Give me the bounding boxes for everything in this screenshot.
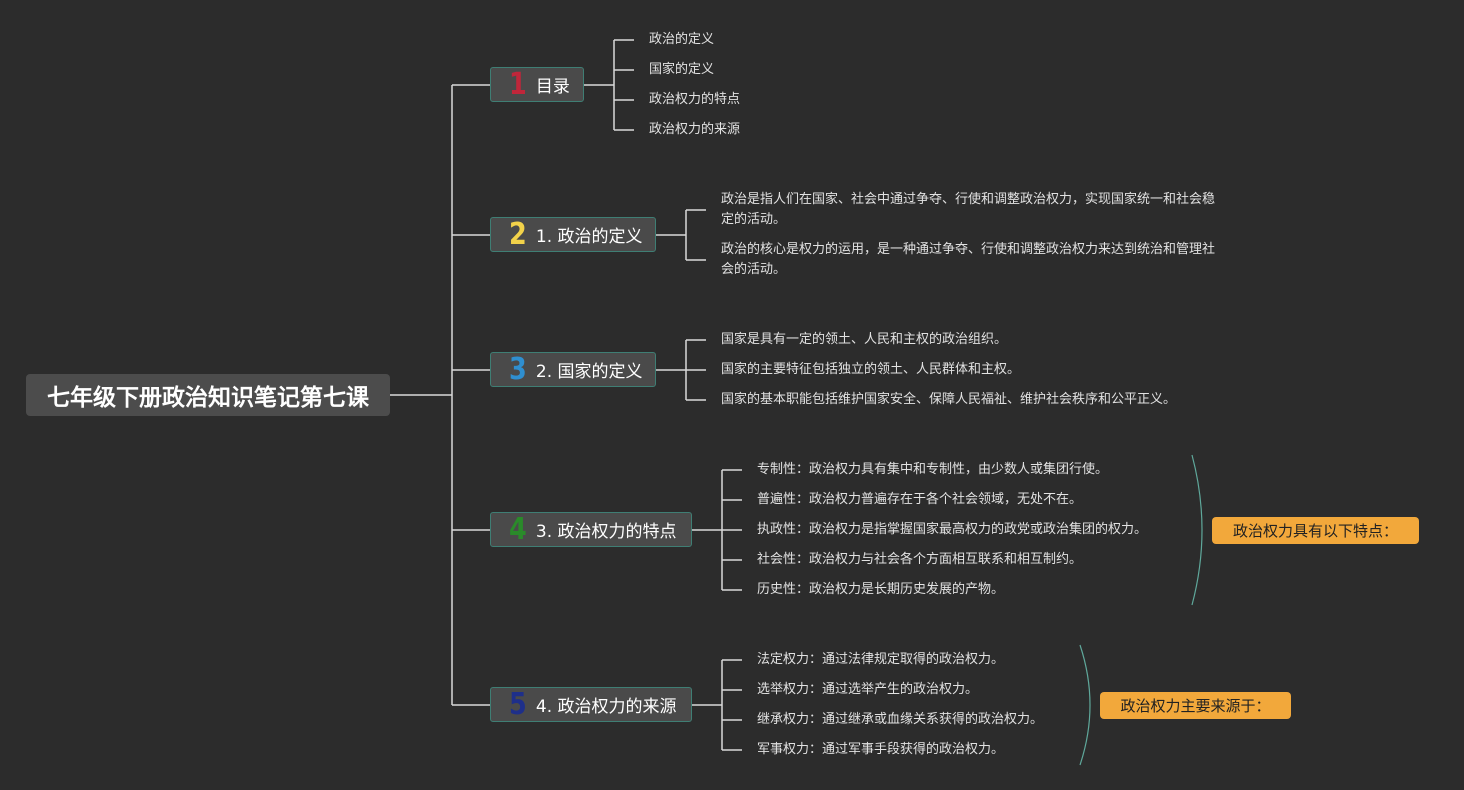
state-definition-leaf[interactable]: 国家是具有一定的领土、人民和主权的政治组织。	[721, 332, 1008, 347]
state-definition-leaf[interactable]: 国家的基本职能包括维护国家安全、保障人民福祉、维护社会秩序和公平正义。	[721, 392, 1177, 407]
power-source-leaf[interactable]: 军事权力：通过军事手段获得的政治权力。	[757, 742, 1005, 757]
number-badge-1: 1	[509, 66, 527, 102]
branch-toc[interactable]: 1 目录	[490, 67, 584, 102]
politics-definition-leaf[interactable]: 政治是指人们在国家、社会中通过争夺、行使和调整政治权力，实现国家统一和社会稳定的…	[721, 192, 1216, 227]
branch-state-definition[interactable]: 3 2. 国家的定义	[490, 352, 656, 387]
summary-braces	[1079, 454, 1203, 766]
power-features-summary[interactable]: 政治权力具有以下特点：	[1212, 517, 1419, 544]
number-badge-4: 4	[509, 511, 527, 547]
power-feature-leaf[interactable]: 历史性：政治权力是长期历史发展的产物。	[757, 582, 1005, 597]
power-source-leaf[interactable]: 选举权力：通过选举产生的政治权力。	[757, 682, 979, 697]
branch-label: 目录	[535, 77, 570, 97]
root-topic[interactable]: 七年级下册政治知识笔记第七课	[26, 374, 390, 416]
power-feature-leaf[interactable]: 普遍性：政治权力普遍存在于各个社会领域，无处不在。	[757, 492, 1083, 507]
toc-leaf[interactable]: 国家的定义	[649, 62, 715, 77]
power-feature-leaf[interactable]: 专制性：政治权力具有集中和专制性，由少数人或集团行使。	[757, 462, 1109, 477]
toc-leaf[interactable]: 政治权力的来源	[649, 122, 741, 137]
branch-label: 4. 政治权力的来源	[535, 697, 677, 717]
branch-power-features[interactable]: 4 3. 政治权力的特点	[490, 512, 692, 547]
branch-connectors	[390, 39, 742, 751]
toc-leaf[interactable]: 政治的定义	[649, 32, 715, 47]
power-source-leaf[interactable]: 继承权力：通过继承或血缘关系获得的政治权力。	[757, 712, 1044, 727]
politics-definition-leaf[interactable]: 政治的核心是权力的运用，是一种通过争夺、行使和调整政治权力来达到统治和管理社会的…	[721, 242, 1216, 277]
number-badge-5: 5	[509, 686, 527, 722]
power-feature-leaf[interactable]: 社会性：政治权力与社会各个方面相互联系和相互制约。	[757, 552, 1083, 567]
toc-leaf[interactable]: 政治权力的特点	[649, 92, 741, 107]
branch-power-sources[interactable]: 5 4. 政治权力的来源	[490, 687, 692, 722]
branch-label: 1. 政治的定义	[535, 227, 643, 247]
number-badge-2: 2	[509, 216, 527, 252]
number-badge-3: 3	[509, 351, 527, 387]
power-source-leaf[interactable]: 法定权力：通过法律规定取得的政治权力。	[757, 652, 1005, 667]
branch-politics-definition[interactable]: 2 1. 政治的定义	[490, 217, 656, 252]
power-feature-leaf[interactable]: 执政性：政治权力是指掌握国家最高权力的政党或政治集团的权力。	[757, 522, 1148, 537]
branch-label: 2. 国家的定义	[535, 362, 643, 382]
power-sources-summary[interactable]: 政治权力主要来源于：	[1100, 692, 1291, 719]
state-definition-leaf[interactable]: 国家的主要特征包括独立的领土、人民群体和主权。	[721, 362, 1021, 377]
branch-label: 3. 政治权力的特点	[535, 522, 677, 542]
